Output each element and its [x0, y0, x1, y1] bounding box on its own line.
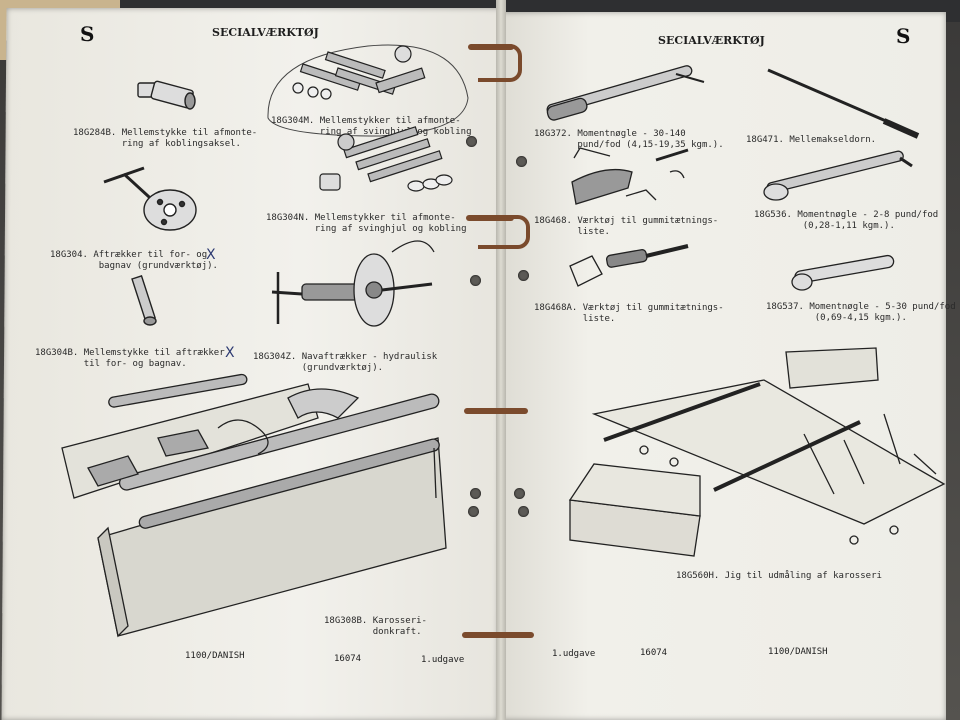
body-measuring-jig-drawing — [564, 344, 954, 564]
body-jack-case-drawing — [58, 378, 458, 640]
left-page-header: SECIALVÆRKTØJ — [212, 26, 319, 39]
caption-18g304z: 18G304Z. Navaftrækker - hydraulisk (grun… — [253, 352, 438, 373]
handwritten-check-mark: X — [206, 247, 216, 263]
binder-gutter — [496, 0, 506, 720]
hub-puller-drawing — [98, 152, 208, 242]
punch-hole — [470, 488, 481, 499]
right-footer-number: 16074 — [640, 648, 668, 658]
flywheel-adapters-n-drawing — [316, 130, 466, 205]
caption-18g471: 18G471. Mellemakseldorn. — [746, 135, 877, 145]
caption-18g304: 18G304. Aftrækker til for- og bagnav (gr… — [50, 250, 218, 271]
handwritten-check-mark-2: X — [225, 345, 235, 361]
rubber-seal-tool-drawing — [566, 146, 696, 214]
coupling-shaft-adapter-drawing — [130, 75, 210, 120]
caption-18g284b: 18G284B. Mellemstykke til afmonte- ring … — [73, 128, 258, 149]
right-footer-edition: 1.udgave — [552, 649, 596, 659]
binder-ring — [464, 408, 528, 414]
punch-hole — [466, 136, 477, 147]
binder-ring — [478, 44, 522, 82]
left-section-letter: S — [80, 22, 95, 46]
caption-18g304n: 18G304N. Mellemstykker til afmonte- ring… — [266, 213, 467, 234]
caption-18g304b: 18G304B. Mellemstykke til aftrækker til … — [35, 348, 225, 369]
hub-puller-adapter-drawing — [120, 275, 165, 330]
rubber-seal-tool-a-drawing — [566, 236, 696, 291]
center-shaft-drift-drawing — [764, 66, 924, 141]
left-footer-number: 16074 — [334, 654, 362, 664]
binder-ring — [462, 632, 534, 638]
binder-ring — [478, 215, 530, 249]
caption-18g537: 18G537. Momentnøgle - 5-30 pund/fod (0,6… — [766, 302, 956, 323]
left-footer-code: 1100/DANISH — [185, 651, 245, 661]
caption-18g560h: 18G560H. Jig til udmåling af karosseri — [676, 571, 882, 581]
torque-wrench-2-8-drawing — [760, 150, 920, 210]
punch-hole — [470, 275, 481, 286]
caption-18g372: 18G372. Momentnøgle - 30-140 pund/fod (4… — [534, 129, 724, 150]
torque-wrench-5-30-drawing — [788, 252, 903, 297]
caption-18g536: 18G536. Momentnøgle - 2-8 pund/fod (0,28… — [754, 210, 939, 231]
punch-hole — [516, 156, 527, 167]
caption-18g468: 18G468. Værktøj til gummitætnings- liste… — [534, 216, 719, 237]
punch-hole — [518, 506, 529, 517]
right-section-letter: S — [896, 24, 911, 48]
caption-18g304m: 18G304M. Mellemstykker til afmonte- ring… — [271, 116, 472, 137]
hydraulic-hub-puller-drawing — [262, 232, 442, 332]
caption-18g308b: 18G308B. Karosseri- donkraft. — [324, 616, 427, 637]
caption-18g468a: 18G468A. Værktøj til gummitætnings- list… — [534, 303, 724, 324]
left-footer-edition: 1.udgave — [421, 655, 465, 665]
punch-hole — [514, 488, 525, 499]
right-page-header: SECIALVÆRKTØJ — [658, 34, 765, 47]
flywheel-adapters-m-drawing — [258, 38, 473, 138]
punch-hole — [518, 270, 529, 281]
punch-hole — [468, 506, 479, 517]
right-footer-code: 1100/DANISH — [768, 647, 828, 657]
torque-wrench-30-140-drawing — [536, 68, 711, 128]
